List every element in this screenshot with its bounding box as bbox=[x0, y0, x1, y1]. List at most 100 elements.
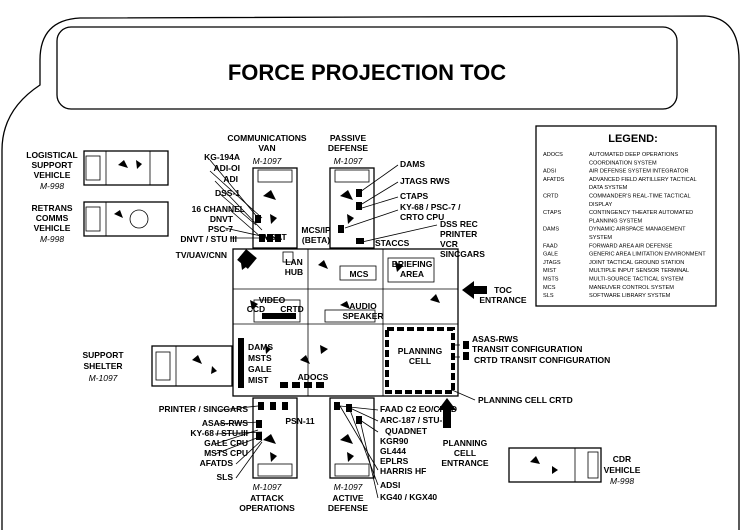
legend-heading: LEGEND: bbox=[608, 133, 658, 145]
retrans-label-3: VEHICLE bbox=[34, 223, 71, 233]
support-label-1: SUPPORT bbox=[82, 350, 124, 360]
active-defense-van bbox=[329, 397, 375, 479]
bottom-left-equipment-label: GALE CPU bbox=[204, 438, 248, 448]
legend-abbr: ADOCS bbox=[543, 152, 563, 158]
logistical-model: M-998 bbox=[40, 181, 64, 191]
cdr-model: M-998 bbox=[610, 476, 634, 486]
bottom-right-equipment-label: EPLRS bbox=[380, 456, 409, 466]
left-top-equipment-label: KG-194A bbox=[204, 152, 240, 162]
cdr-label-1: CDR bbox=[613, 454, 631, 464]
legend-definition: COMMANDER'S REAL-TIME TACTICAL bbox=[589, 194, 691, 200]
active-title-1: ACTIVE bbox=[332, 493, 364, 503]
cdr-label-2: VEHICLE bbox=[604, 465, 641, 475]
bottom-right-equipment-label: FAAD C2 EO/CRTD bbox=[380, 404, 457, 414]
left-top-equipment-label: ADI-OI bbox=[214, 163, 240, 173]
legend-abbr: CRTD bbox=[543, 194, 558, 200]
crtd-label: CRTD bbox=[280, 304, 304, 314]
planning-entrance-label-3: ENTRANCE bbox=[441, 458, 489, 468]
legend-definition: AIR DEFENSE SYSTEM INTEGRATOR bbox=[589, 169, 689, 175]
bottom-right-equipment-label: ARC-187 / STU-III bbox=[380, 415, 449, 425]
left-top-equipment-label: TV/UAV/CNN bbox=[176, 250, 227, 260]
attack-operations-van bbox=[252, 397, 298, 479]
retrans-vehicle bbox=[83, 201, 169, 237]
retrans-model: M-998 bbox=[40, 234, 64, 244]
attack-title-1: ATTACK bbox=[250, 493, 285, 503]
legend-definition: MULTIPLE INPUT SENSOR TERMINAL bbox=[589, 268, 689, 274]
lan-hub-label-1: LAN bbox=[285, 257, 302, 267]
cdr-vehicle bbox=[508, 447, 602, 483]
legend-definition: PLANNING SYSTEM bbox=[589, 218, 642, 224]
active-model: M-1097 bbox=[334, 482, 363, 492]
legend-definition: SYSTEM bbox=[589, 235, 612, 241]
mcs-label: MCS bbox=[350, 269, 369, 279]
logistical-label-2: SUPPORT bbox=[31, 160, 73, 170]
left-top-equipment-label: ADI bbox=[223, 174, 238, 184]
bottom-left-equipment-label: PRINTER / SINCGARS bbox=[159, 404, 249, 414]
planning-cell bbox=[385, 327, 455, 394]
right-side-equipment-label: TRANSIT CONFIGURATION bbox=[472, 344, 582, 354]
title-box bbox=[56, 26, 678, 110]
video-label: VIDEO bbox=[259, 295, 286, 305]
passive-defense-van bbox=[329, 167, 375, 249]
legend-definition: FORWARD AREA AIR DEFENSE bbox=[589, 243, 673, 249]
outer-frame bbox=[1, 15, 740, 530]
ccd-label: CCD bbox=[247, 304, 265, 314]
planning-entrance-label-2: CELL bbox=[454, 448, 476, 458]
legend-definition: MANEUVER CONTROL SYSTEM bbox=[589, 285, 674, 291]
legend-definition: CONTINGENCY THEATER AUTOMATED bbox=[589, 210, 693, 216]
toc-entrance-arrow bbox=[462, 281, 487, 299]
bottom-left-equipment-label: AFATDS bbox=[200, 458, 234, 468]
comms-title-1: COMMUNICATIONS bbox=[227, 133, 306, 143]
right-side-equipment-label: CRTD TRANSIT CONFIGURATION bbox=[474, 355, 610, 365]
legend-abbr: JTAGS bbox=[543, 260, 561, 266]
legend-definition: ADVANCED FIELD ARTILLERY TACTICAL bbox=[589, 177, 697, 183]
planning-entrance-arrow bbox=[438, 398, 456, 428]
audio-label-2: SPEAKER bbox=[342, 311, 383, 321]
legend-definition: JOINT TACTICAL GROUND STATION bbox=[589, 260, 684, 266]
passive-title-2: DEFENSE bbox=[328, 143, 368, 153]
legend-abbr: CTAPS bbox=[543, 210, 562, 216]
briefing-label-2: AREA bbox=[400, 269, 424, 279]
legend-abbr: GALE bbox=[543, 252, 558, 258]
legend-abbr: MCS bbox=[543, 285, 556, 291]
left-stack-4: MIST bbox=[248, 375, 269, 385]
bottom-left-equipment-label: ASAS-RWS bbox=[202, 418, 248, 428]
toc-entrance-label-2: ENTRANCE bbox=[479, 295, 527, 305]
legend-abbr: DAMS bbox=[543, 227, 559, 233]
bottom-left-equipment-label: KY-68 / STU-III bbox=[190, 428, 248, 438]
retrans-label-1: RETRANS bbox=[31, 203, 72, 213]
legend-abbr: SLS bbox=[543, 293, 554, 299]
bottom-left-equipment-label: SLS bbox=[216, 472, 233, 482]
bottom-right-equipment-label: HARRIS HF bbox=[380, 466, 426, 476]
left-stack-3: GALE bbox=[248, 364, 272, 374]
bottom-right-equipment-label: GL444 bbox=[380, 446, 406, 456]
logistical-label-3: VEHICLE bbox=[34, 170, 71, 180]
support-model: M-1097 bbox=[89, 373, 118, 383]
psn-label: PSN-11 bbox=[285, 416, 315, 426]
bottom-right-equipment-label: ADSI bbox=[380, 480, 400, 490]
right-side-equipment-label: PLANNING CELL CRTD bbox=[478, 395, 573, 405]
right-top-equipment-label: CTAPS bbox=[400, 191, 429, 201]
legend-definition: GENERIC AREA LIMITATION ENVIRONMENT bbox=[589, 252, 706, 258]
passive-model: M-1097 bbox=[334, 156, 363, 166]
right-top-equipment-label: CRTO CPU bbox=[400, 212, 444, 222]
right-top-equipment-label: DAMS bbox=[400, 159, 425, 169]
legend-abbr: ADSI bbox=[543, 169, 557, 175]
right-top-equipment-label: SINCGARS bbox=[440, 249, 485, 259]
legend-abbr: MSTS bbox=[543, 277, 559, 283]
right-side-equipment-label: ASAS-RWS bbox=[472, 334, 518, 344]
legend-definition: DYNAMIC AIRSPACE MANAGEMENT bbox=[589, 227, 686, 233]
page-title: FORCE PROJECTION TOC bbox=[228, 60, 506, 85]
planning-entrance-label-1: PLANNING bbox=[443, 438, 488, 448]
attack-model: M-1097 bbox=[253, 482, 282, 492]
support-label-2: SHELTER bbox=[83, 361, 122, 371]
right-top-equipment-label: VCR bbox=[440, 239, 458, 249]
adocs-label: ADOCS bbox=[298, 372, 329, 382]
audio-label-1: AUDIO bbox=[349, 301, 377, 311]
left-stack-2: MSTS bbox=[248, 353, 272, 363]
legend-abbr: MIST bbox=[543, 268, 557, 274]
logistical-label-1: LOGISTICAL bbox=[26, 150, 77, 160]
right-top-equipment-label: KY-68 / PSC-7 / bbox=[400, 202, 461, 212]
left-top-equipment-label: DNVT bbox=[210, 214, 234, 224]
